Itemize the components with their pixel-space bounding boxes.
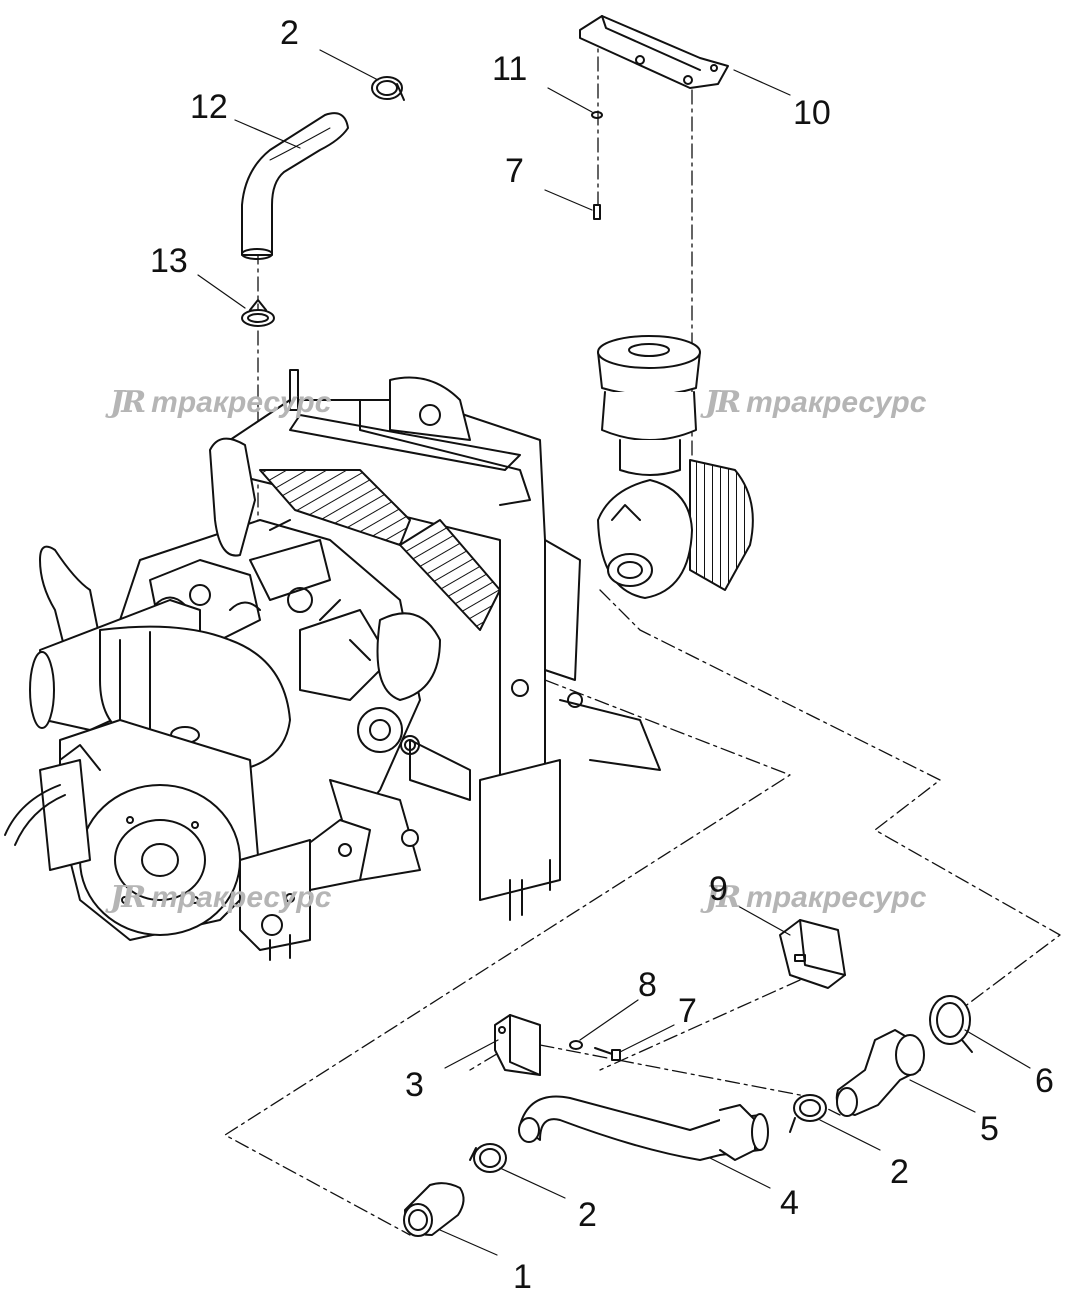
clamp-2-right — [789, 1094, 827, 1133]
callout-label: 7 — [678, 992, 697, 1030]
watermark-logo-icon: JR — [110, 385, 146, 420]
callout-label: 7 — [505, 152, 524, 190]
callout-label: 13 — [150, 242, 188, 280]
leader-lines — [197, 49, 1031, 1256]
radiator — [214, 369, 661, 921]
clamp-6 — [929, 995, 973, 1053]
callout-label: 11 — [492, 50, 528, 88]
callout-label: 2 — [578, 1196, 597, 1234]
clamp-13 — [241, 299, 275, 327]
callout-label: 5 — [980, 1110, 999, 1148]
hose-12 — [241, 112, 349, 260]
watermark-logo-icon: JR — [705, 880, 741, 915]
washer-11 — [591, 111, 603, 119]
bolt-7-bottom — [594, 1047, 621, 1061]
hose-5 — [835, 1029, 925, 1117]
callout-label: 6 — [1035, 1062, 1054, 1100]
flywheel-housing — [4, 719, 311, 961]
assembly-lines — [224, 29, 1061, 1236]
pipe-4 — [518, 1095, 769, 1161]
clamp-2-top — [371, 76, 405, 101]
watermark-logo-icon: JR — [705, 385, 741, 420]
watermark-logo-icon: JR — [110, 880, 146, 915]
callout-label: 1 — [513, 1258, 532, 1296]
callout-label: 8 — [638, 966, 657, 1004]
callout-label: 9 — [709, 870, 728, 908]
callout-label: 4 — [780, 1184, 799, 1222]
callout-label: 3 — [405, 1066, 424, 1104]
callout-label: 12 — [190, 88, 228, 126]
bracket-10 — [579, 15, 729, 89]
callout-label: 10 — [793, 94, 831, 132]
callout-label: 2 — [890, 1153, 909, 1191]
bracket-3 — [494, 1014, 541, 1076]
washer-8 — [569, 1040, 583, 1050]
clamp-2-bottom — [469, 1143, 507, 1173]
bracket-9 — [779, 919, 846, 989]
bolt-7-top — [593, 204, 601, 220]
callout-label: 2 — [280, 14, 299, 52]
hose-1 — [403, 1182, 465, 1237]
air-cleaner — [597, 335, 754, 599]
